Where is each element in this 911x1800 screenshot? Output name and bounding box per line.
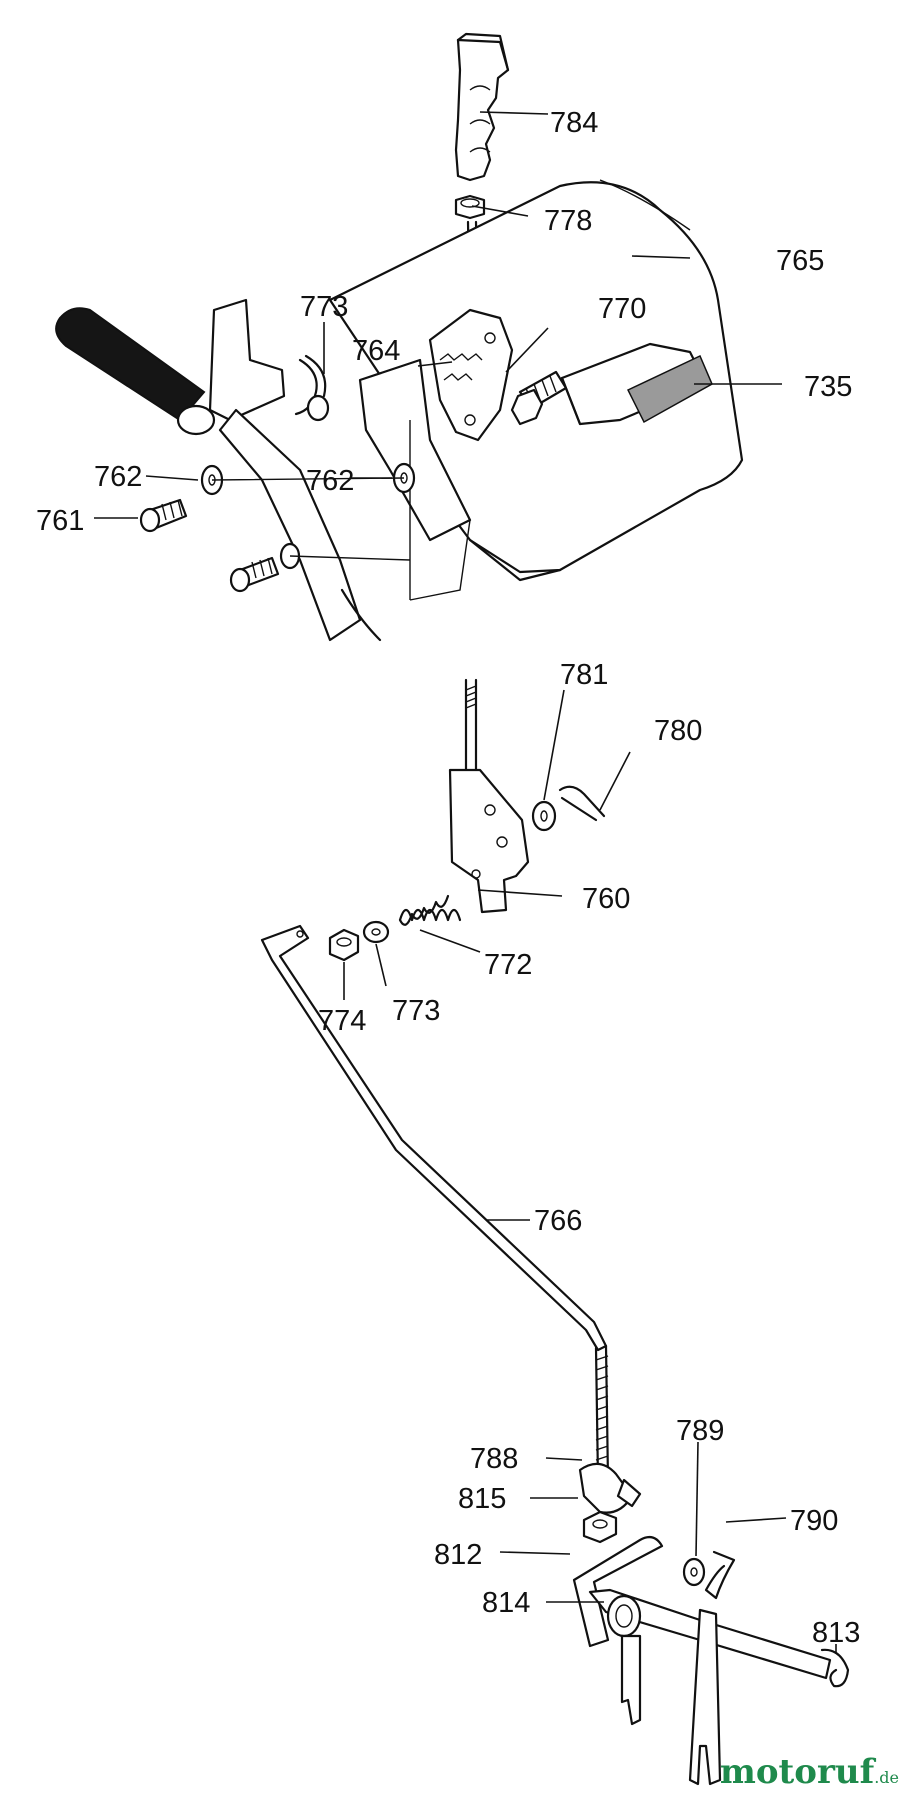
handle-grip-784 <box>454 32 510 182</box>
part-labels: 784 778 765 773 770 764 735 762 762 761 … <box>36 107 860 1649</box>
label-789: 789 <box>676 1415 724 1447</box>
label-788: 788 <box>470 1443 518 1475</box>
washer-781 <box>531 800 557 832</box>
washer-789 <box>682 1557 706 1587</box>
leader-lines <box>94 111 837 1654</box>
label-813: 813 <box>812 1617 860 1649</box>
spring-772 <box>398 894 462 926</box>
screw-lower <box>229 542 301 593</box>
clip-790 <box>704 1550 736 1600</box>
lever-handle-left <box>55 298 382 642</box>
swivel-788 <box>578 1462 642 1514</box>
bushing-814 <box>606 1594 642 1726</box>
label-762-right: 762 <box>306 465 354 497</box>
label-764: 764 <box>352 335 400 367</box>
label-781: 781 <box>560 659 608 691</box>
bracket-764 <box>428 308 514 442</box>
label-784: 784 <box>550 107 598 139</box>
cotter-pin-773-upper <box>294 354 330 422</box>
nut-778 <box>454 194 486 220</box>
label-780: 780 <box>654 715 702 747</box>
label-814: 814 <box>482 1587 530 1619</box>
bracket-760 <box>448 768 530 914</box>
clip-813 <box>820 1648 850 1688</box>
nut-815 <box>582 1510 618 1544</box>
link-rod-766 <box>260 924 610 1482</box>
label-762-left: 762 <box>94 461 142 493</box>
label-815: 815 <box>458 1483 506 1515</box>
screw-761 <box>139 498 188 533</box>
label-772: 772 <box>484 949 532 981</box>
label-778: 778 <box>544 205 592 237</box>
pin-780 <box>558 785 606 822</box>
label-765: 765 <box>776 245 824 277</box>
label-770: 770 <box>598 293 646 325</box>
brand-watermark: motoruf.de <box>720 1752 899 1792</box>
brand-tld: .de <box>874 1768 899 1787</box>
center-arm <box>358 358 472 601</box>
label-760: 760 <box>582 883 630 915</box>
label-735: 735 <box>804 371 852 403</box>
label-812: 812 <box>434 1539 482 1571</box>
label-773-lower: 773 <box>392 995 440 1027</box>
label-774: 774 <box>318 1005 366 1037</box>
label-773-upper: 773 <box>300 291 348 323</box>
washer-773-lower <box>362 920 390 944</box>
label-766: 766 <box>534 1205 582 1237</box>
label-761: 761 <box>36 505 84 537</box>
brand-name: motoruf <box>719 1752 875 1792</box>
nut-774 <box>328 928 360 962</box>
fork-right <box>688 1608 722 1786</box>
label-790: 790 <box>790 1505 838 1537</box>
